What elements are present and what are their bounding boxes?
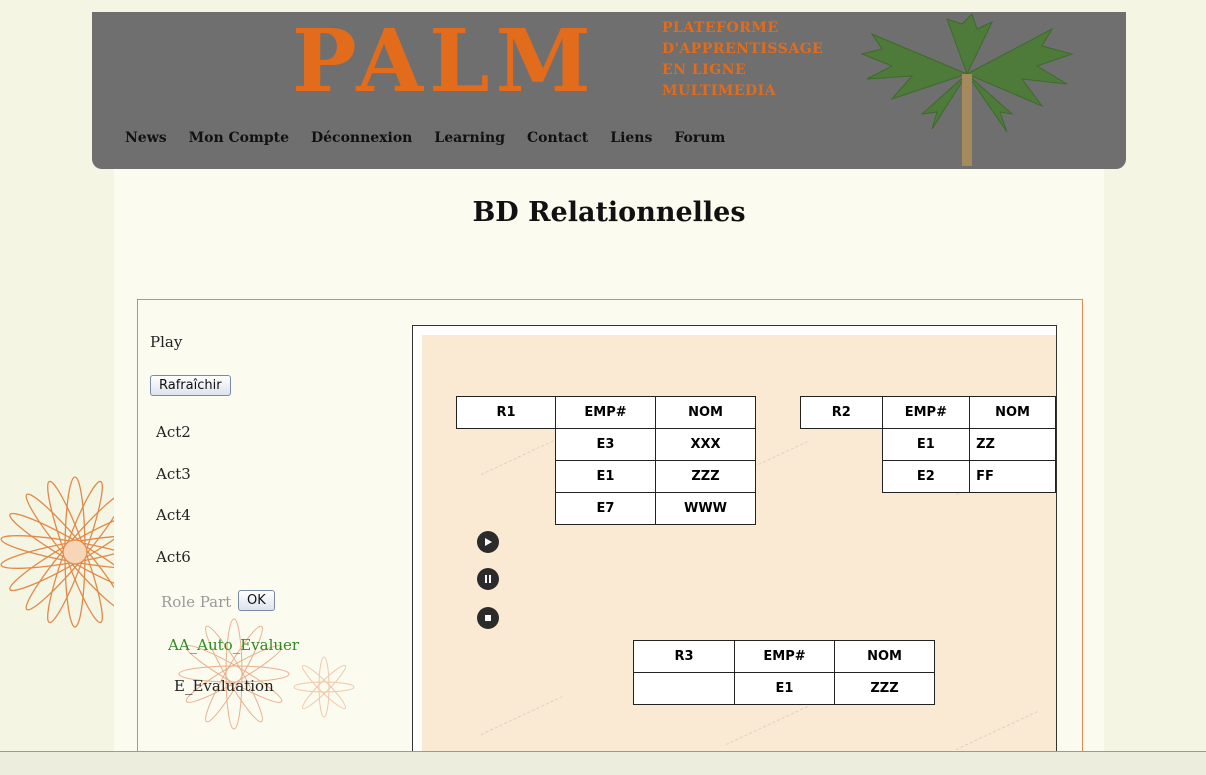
nav-contact[interactable]: Contact [527,130,589,146]
table-row: E1 ZZZ [633,672,935,705]
table-row: E1 ZZZ [457,460,756,493]
watermark [480,696,564,736]
animation-frame[interactable]: R1 EMP# NOM E3 XXX E1 ZZZ E7 WWW [412,325,1057,756]
main-nav: News Mon Compte Déconnexion Learning Con… [125,130,747,146]
table-cell: E1 [734,672,835,705]
decorative-flower-icon [178,618,355,730]
table-cell: ZZ [969,428,1056,461]
table-cell: E1 [555,460,656,493]
tagline-line: MULTIMEDIA [662,83,777,99]
role-part-label: Role Part [161,593,232,611]
nav-learning[interactable]: Learning [434,130,506,146]
nav-forum[interactable]: Forum [674,130,726,146]
sidebar-item-act3[interactable]: Act3 [156,465,191,483]
watermark [725,706,809,746]
table-cell: FF [969,460,1056,493]
page-title: BD Relationnelles [472,197,746,228]
table-row: E2 FF [801,460,1056,493]
main-content: BD Relationnelles Play Rafraîchir Act2 A… [114,169,1104,770]
stop-icon[interactable] [477,607,499,629]
sidebar-item-act6[interactable]: Act6 [156,548,191,566]
tagline: PLATEFORME D'APPRENTISSAGE EN LIGNE MULT… [662,18,823,102]
nav-liens[interactable]: Liens [610,130,653,146]
table-cell [457,429,556,461]
table-cell: WWW [655,492,756,525]
table-header-cell: R1 [456,396,556,429]
play-label[interactable]: Play [150,333,183,351]
table-header-cell: EMP# [881,396,971,429]
table-header-cell: R2 [800,396,883,429]
nav-news[interactable]: News [125,130,167,146]
sidebar-item-act2[interactable]: Act2 [156,423,191,441]
palm-logo[interactable]: PALM [292,11,597,112]
table-cell [457,461,556,493]
table-cell [801,461,883,493]
evaluation-link[interactable]: E_Evaluation [174,677,274,695]
tagline-line: EN LIGNE [662,62,747,78]
table-cell: E1 [881,428,971,461]
table-row: E7 WWW [457,492,756,525]
table-row: R1 EMP# NOM [456,396,756,429]
nav-deconnexion[interactable]: Déconnexion [311,130,413,146]
table-cell [801,429,883,461]
table-header-cell: EMP# [734,640,835,673]
table-cell: E3 [555,428,656,461]
relation-r3-table: R3 EMP# NOM E1 ZZZ [633,640,935,705]
table-header-cell: NOM [655,396,756,429]
auto-evaluer-link[interactable]: AA_Auto_Evaluer [168,636,300,654]
status-bar [0,751,1206,775]
table-row: E1 ZZ [801,428,1056,461]
table-row: R2 EMP# NOM [800,396,1056,429]
palm-tree-icon [860,14,1074,166]
table-row: E3 XXX [457,428,756,461]
site-header: PALM PLATEFORME D'APPRENTISSAGE EN LIGNE… [92,12,1126,169]
table-cell [633,672,735,705]
table-cell [457,493,556,525]
watermark [955,711,1039,751]
tagline-line: D'APPRENTISSAGE [662,41,824,57]
pause-icon[interactable] [477,568,499,590]
play-icon[interactable] [477,531,499,553]
animation-canvas[interactable]: R1 EMP# NOM E3 XXX E1 ZZZ E7 WWW [422,335,1056,756]
table-cell: E2 [881,460,971,493]
table-header-cell: NOM [969,396,1056,429]
sidebar-item-act4[interactable]: Act4 [156,506,191,524]
table-cell: ZZZ [655,460,756,493]
tagline-line: PLATEFORME [662,20,779,36]
table-cell: E7 [555,492,656,525]
relation-r2-table: R2 EMP# NOM E1 ZZ E2 FF [800,396,1056,493]
refresh-button[interactable]: Rafraîchir [150,375,231,396]
ok-button[interactable]: OK [238,590,275,611]
table-row: R3 EMP# NOM [633,640,935,673]
nav-mon-compte[interactable]: Mon Compte [188,130,289,146]
relation-r1-table: R1 EMP# NOM E3 XXX E1 ZZZ E7 WWW [456,396,756,525]
table-header-cell: NOM [834,640,935,673]
table-cell: XXX [655,428,756,461]
table-cell: ZZZ [834,672,935,705]
table-header-cell: R3 [633,640,735,673]
activity-panel [137,299,1083,770]
table-header-cell: EMP# [555,396,656,429]
